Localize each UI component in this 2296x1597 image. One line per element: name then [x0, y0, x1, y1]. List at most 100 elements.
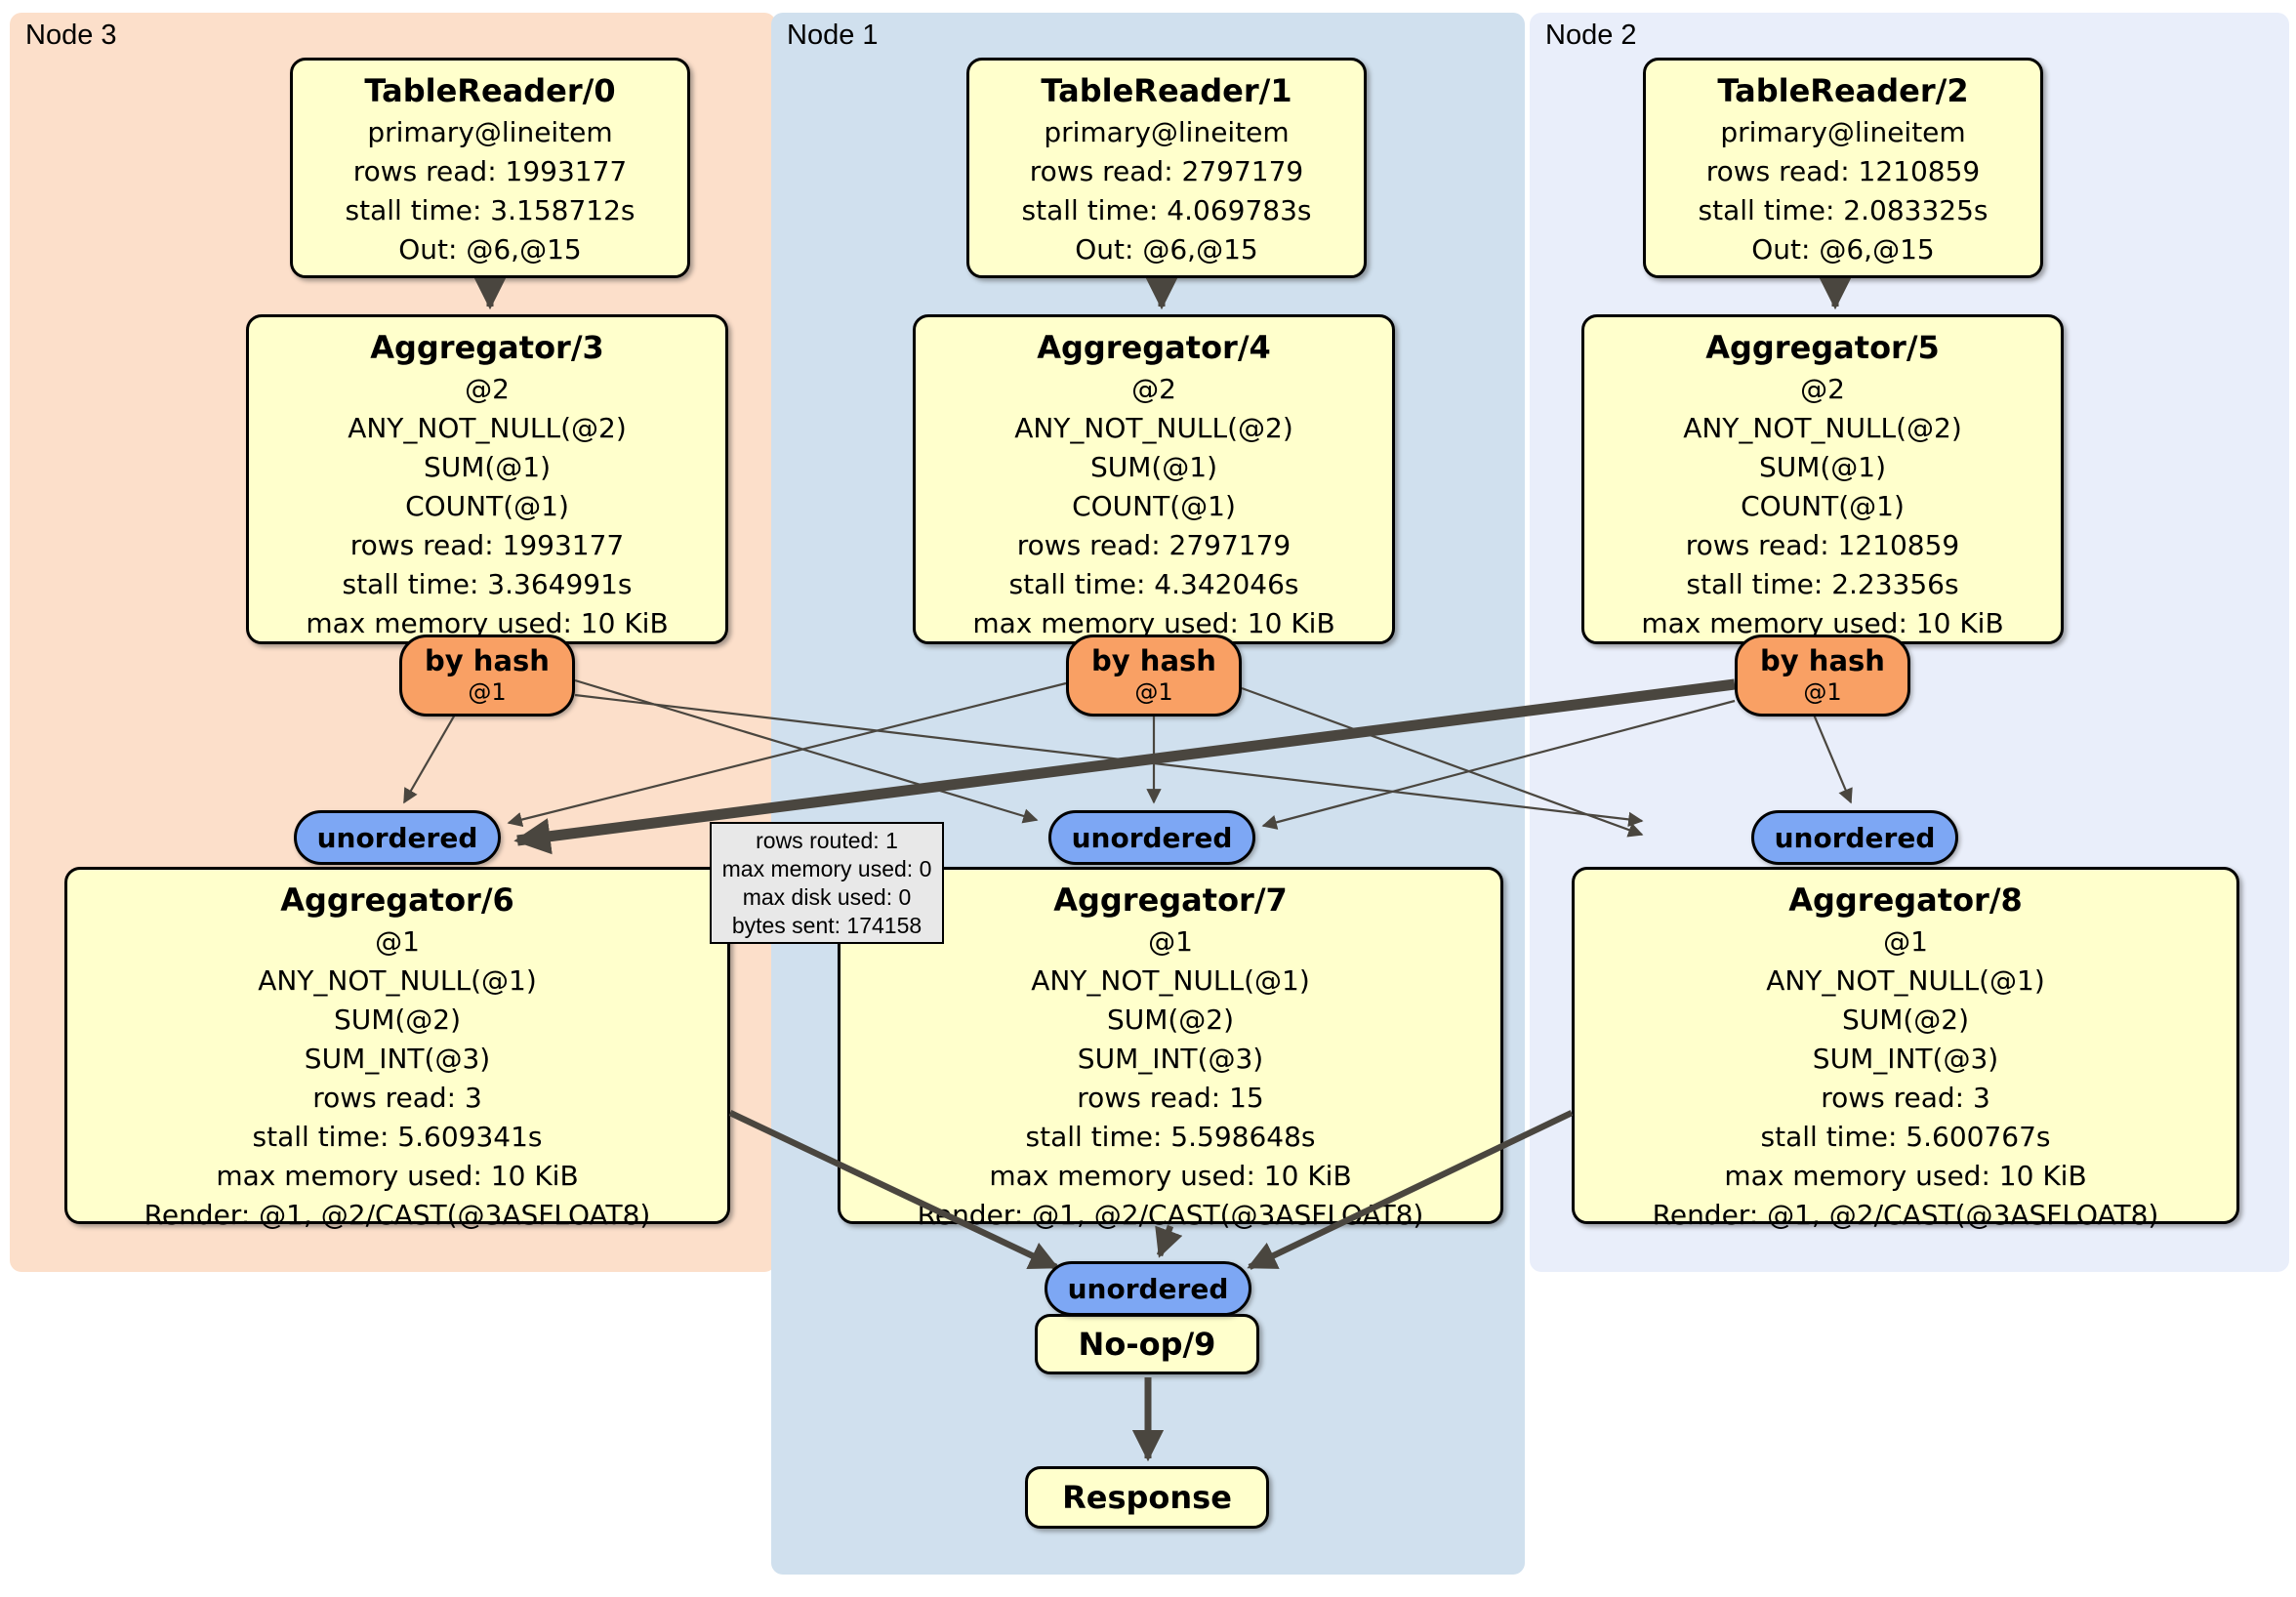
box-line: stall time: 4.069783s [1021, 194, 1312, 226]
box-title: No-op/9 [1078, 1326, 1216, 1363]
tooltip-line: bytes sent: 174158 [731, 912, 922, 938]
box-line: ANY_NOT_NULL(@2) [348, 412, 627, 444]
stream-unordered-node2: unordered [1751, 810, 1958, 865]
router-label: by hash [425, 643, 550, 677]
node1-label: Node 1 [787, 20, 879, 51]
box-line: rows read: 3 [1821, 1082, 1990, 1114]
box-title: TableReader/0 [364, 72, 616, 109]
box-line: max memory used: 10 KiB [1724, 1160, 2087, 1192]
box-line: stall time: 5.600767s [1760, 1121, 2051, 1153]
box-line: @1 [1148, 925, 1193, 958]
stream-label: unordered [1071, 821, 1233, 854]
box-line: Out: @6,@15 [1075, 233, 1258, 266]
edge-stats-tooltip: rows routed: 1 max memory used: 0 max di… [710, 822, 944, 944]
box-line: rows read: 2797179 [1016, 529, 1292, 561]
box-line: ANY_NOT_NULL(@1) [1766, 964, 2045, 997]
box-line: max memory used: 10 KiB [1641, 607, 2004, 639]
box-line: stall time: 2.23356s [1686, 568, 1959, 600]
node3-label: Node 3 [25, 20, 117, 51]
box-line: stall time: 3.158712s [345, 194, 636, 226]
box-line: SUM(@1) [423, 451, 552, 483]
box-line: Render: @1, @2/CAST(@3ASFLOAT8) [917, 1199, 1424, 1231]
box-line: COUNT(@1) [1741, 490, 1905, 522]
box-line: SUM_INT(@3) [1812, 1043, 1999, 1075]
router-sub: @1 [1803, 677, 1842, 706]
stream-unordered-node3: unordered [294, 810, 501, 865]
router-label: by hash [1091, 643, 1216, 677]
box-line: @2 [465, 373, 510, 405]
aggregator3-box: Aggregator/3 @2 ANY_NOT_NULL(@2) SUM(@1)… [246, 314, 728, 644]
router-label: by hash [1760, 643, 1885, 677]
box-line: primary@lineitem [1044, 116, 1290, 148]
box-line: COUNT(@1) [1072, 490, 1236, 522]
box-title: Aggregator/6 [280, 881, 514, 919]
stream-label: unordered [1774, 821, 1936, 854]
box-line: SUM_INT(@3) [304, 1043, 491, 1075]
box-line: stall time: 3.364991s [342, 568, 633, 600]
box-line: SUM(@1) [1758, 451, 1887, 483]
box-line: SUM(@2) [1841, 1003, 1970, 1036]
tablereader1-box: TableReader/1 primary@lineitem rows read… [966, 58, 1367, 278]
stream-unordered-node1: unordered [1048, 810, 1255, 865]
box-title: Aggregator/4 [1037, 329, 1271, 366]
noop9-box: No-op/9 [1035, 1314, 1259, 1374]
stream-label: unordered [1067, 1272, 1229, 1305]
box-line: max memory used: 10 KiB [972, 607, 1335, 639]
box-line: primary@lineitem [367, 116, 613, 148]
box-line: stall time: 2.083325s [1698, 194, 1988, 226]
box-line: stall time: 5.598648s [1025, 1121, 1316, 1153]
router-byhash-node2: by hash @1 [1735, 635, 1910, 717]
aggregator6-box: Aggregator/6 @1 ANY_NOT_NULL(@1) SUM(@2)… [64, 867, 730, 1231]
box-line: Render: @1, @2/CAST(@3ASFLOAT8) [1652, 1199, 2159, 1231]
stream-label: unordered [316, 821, 478, 854]
aggregator4-box: Aggregator/4 @2 ANY_NOT_NULL(@2) SUM(@1)… [913, 314, 1395, 644]
router-byhash-node1: by hash @1 [1066, 635, 1242, 717]
box-line: COUNT(@1) [405, 490, 569, 522]
router-sub: @1 [468, 677, 507, 706]
tablereader0-box: TableReader/0 primary@lineitem rows read… [290, 58, 690, 278]
box-line: ANY_NOT_NULL(@2) [1014, 412, 1293, 444]
box-line: SUM(@2) [1106, 1003, 1235, 1036]
box-line: ANY_NOT_NULL(@1) [1031, 964, 1310, 997]
response-box: Response [1025, 1466, 1269, 1529]
box-title: Aggregator/7 [1053, 881, 1288, 919]
router-sub: @1 [1134, 677, 1173, 706]
box-line: stall time: 5.609341s [252, 1121, 543, 1153]
box-line: max memory used: 10 KiB [216, 1160, 579, 1192]
tooltip-line: max memory used: 0 [721, 855, 932, 881]
box-line: SUM(@1) [1089, 451, 1218, 483]
box-line: rows read: 2797179 [1029, 155, 1304, 187]
box-title: TableReader/1 [1041, 72, 1292, 109]
box-line: Render: @1, @2/CAST(@3ASFLOAT8) [144, 1199, 651, 1231]
box-line: rows read: 1993177 [349, 529, 625, 561]
box-line: rows read: 1993177 [352, 155, 628, 187]
box-line: max memory used: 10 KiB [989, 1160, 1352, 1192]
box-line: Out: @6,@15 [398, 233, 582, 266]
box-line: @1 [375, 925, 420, 958]
box-title: Aggregator/8 [1788, 881, 2023, 919]
box-line: rows read: 3 [312, 1082, 482, 1114]
node2-label: Node 2 [1545, 20, 1637, 51]
box-line: SUM_INT(@3) [1077, 1043, 1264, 1075]
box-line: rows read: 1210859 [1685, 529, 1960, 561]
tooltip-line: max disk used: 0 [742, 883, 912, 910]
box-line: @2 [1800, 373, 1845, 405]
tablereader2-box: TableReader/2 primary@lineitem rows read… [1643, 58, 2043, 278]
box-title: Aggregator/5 [1705, 329, 1940, 366]
box-title: Aggregator/3 [370, 329, 604, 366]
router-byhash-node3: by hash @1 [399, 635, 575, 717]
box-line: primary@lineitem [1720, 116, 1966, 148]
box-line: stall time: 4.342046s [1008, 568, 1299, 600]
aggregator8-box: Aggregator/8 @1 ANY_NOT_NULL(@1) SUM(@2)… [1572, 867, 2239, 1231]
stream-unordered-final: unordered [1045, 1261, 1251, 1316]
box-line: rows read: 1210859 [1705, 155, 1981, 187]
box-line: Out: @6,@15 [1751, 233, 1935, 266]
box-line: @1 [1883, 925, 1928, 958]
box-title: TableReader/2 [1717, 72, 1969, 109]
box-line: max memory used: 10 KiB [306, 607, 669, 639]
box-line: ANY_NOT_NULL(@2) [1683, 412, 1962, 444]
box-title: Response [1062, 1479, 1232, 1516]
aggregator5-box: Aggregator/5 @2 ANY_NOT_NULL(@2) SUM(@1)… [1581, 314, 2064, 644]
box-line: SUM(@2) [333, 1003, 462, 1036]
